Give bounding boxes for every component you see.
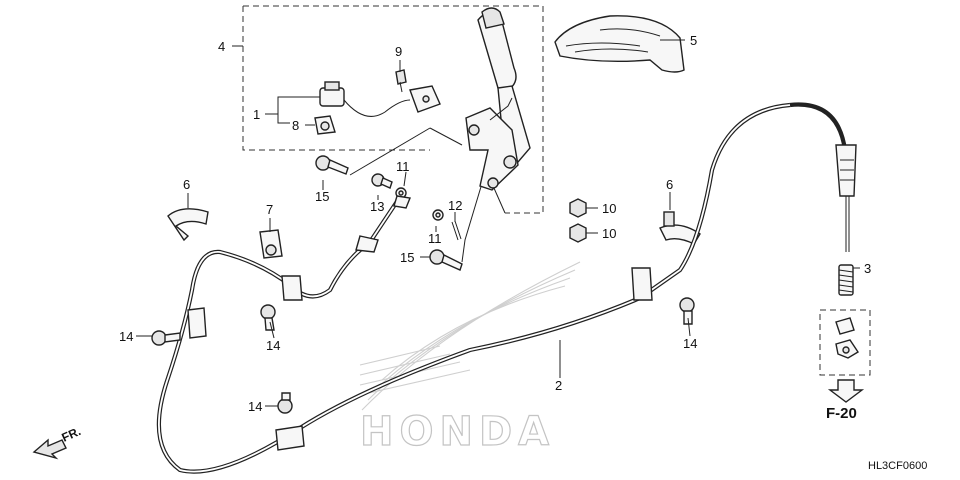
bolt-14-mid bbox=[260, 304, 276, 331]
bolt-15-lower bbox=[429, 249, 463, 271]
return-spring bbox=[838, 264, 854, 296]
callout-6-left: 6 bbox=[183, 177, 190, 192]
honda-watermark: HONDA bbox=[359, 261, 581, 456]
diagram-code: HL3CF0600 bbox=[868, 460, 927, 472]
cable-clamp-6-left bbox=[167, 208, 209, 242]
lever-boot bbox=[554, 15, 685, 73]
callout-10-upper: 10 bbox=[602, 201, 616, 216]
callout-10-lower: 10 bbox=[602, 226, 616, 241]
bolt-14-left bbox=[151, 330, 181, 346]
nut-10-upper bbox=[569, 198, 587, 218]
brake-cable bbox=[156, 102, 857, 474]
switch-assembly bbox=[314, 69, 441, 135]
callout-5: 5 bbox=[690, 33, 697, 48]
reference-label: F-20 bbox=[826, 405, 857, 422]
lever-assembly-box bbox=[242, 5, 544, 263]
callout-9: 9 bbox=[395, 44, 402, 59]
honda-watermark-text: HONDA bbox=[360, 409, 555, 455]
callout-15-upper: 15 bbox=[315, 189, 329, 204]
callout-1: 1 bbox=[253, 107, 260, 122]
callout-14-lower: 14 bbox=[248, 399, 262, 414]
callout-14-mid: 14 bbox=[266, 338, 280, 353]
front-direction-label: FR. bbox=[60, 424, 83, 445]
callout-13: 13 bbox=[370, 199, 384, 214]
front-direction-indicator: FR. bbox=[32, 424, 83, 460]
nut-10-lower bbox=[569, 223, 587, 243]
bolt-13 bbox=[371, 173, 393, 189]
reference-arrow bbox=[827, 379, 865, 403]
cable-clamp-7 bbox=[259, 229, 283, 259]
callout-14-left: 14 bbox=[119, 329, 133, 344]
reference-box bbox=[819, 309, 871, 403]
bolt-15-upper bbox=[315, 155, 349, 175]
callout-4: 4 bbox=[218, 39, 225, 54]
cotter-pin-12 bbox=[451, 220, 462, 241]
parking-brake-lever bbox=[465, 7, 531, 191]
callout-8: 8 bbox=[292, 118, 299, 133]
front-arrow-icon bbox=[32, 438, 67, 460]
callout-12: 12 bbox=[448, 198, 462, 213]
callout-3: 3 bbox=[864, 261, 871, 276]
callout-15-lower: 15 bbox=[400, 250, 414, 265]
washer-11-lower bbox=[432, 209, 444, 221]
bolt-14-lower bbox=[277, 392, 293, 414]
washer-11-upper bbox=[395, 187, 407, 199]
bolt-14-right bbox=[679, 297, 695, 325]
callouts: 4 1 8 9 5 6 6 7 15 11 13 12 11 15 10 10 … bbox=[119, 33, 871, 414]
callout-7: 7 bbox=[266, 202, 273, 217]
wing-logo-watermark bbox=[359, 261, 581, 411]
callout-14-right: 14 bbox=[683, 336, 697, 351]
callout-11-lower: 11 bbox=[428, 231, 442, 246]
callout-2: 2 bbox=[555, 378, 562, 393]
callout-6-right: 6 bbox=[666, 177, 673, 192]
leader-lines bbox=[136, 39, 860, 407]
callout-11-upper: 11 bbox=[396, 159, 410, 174]
